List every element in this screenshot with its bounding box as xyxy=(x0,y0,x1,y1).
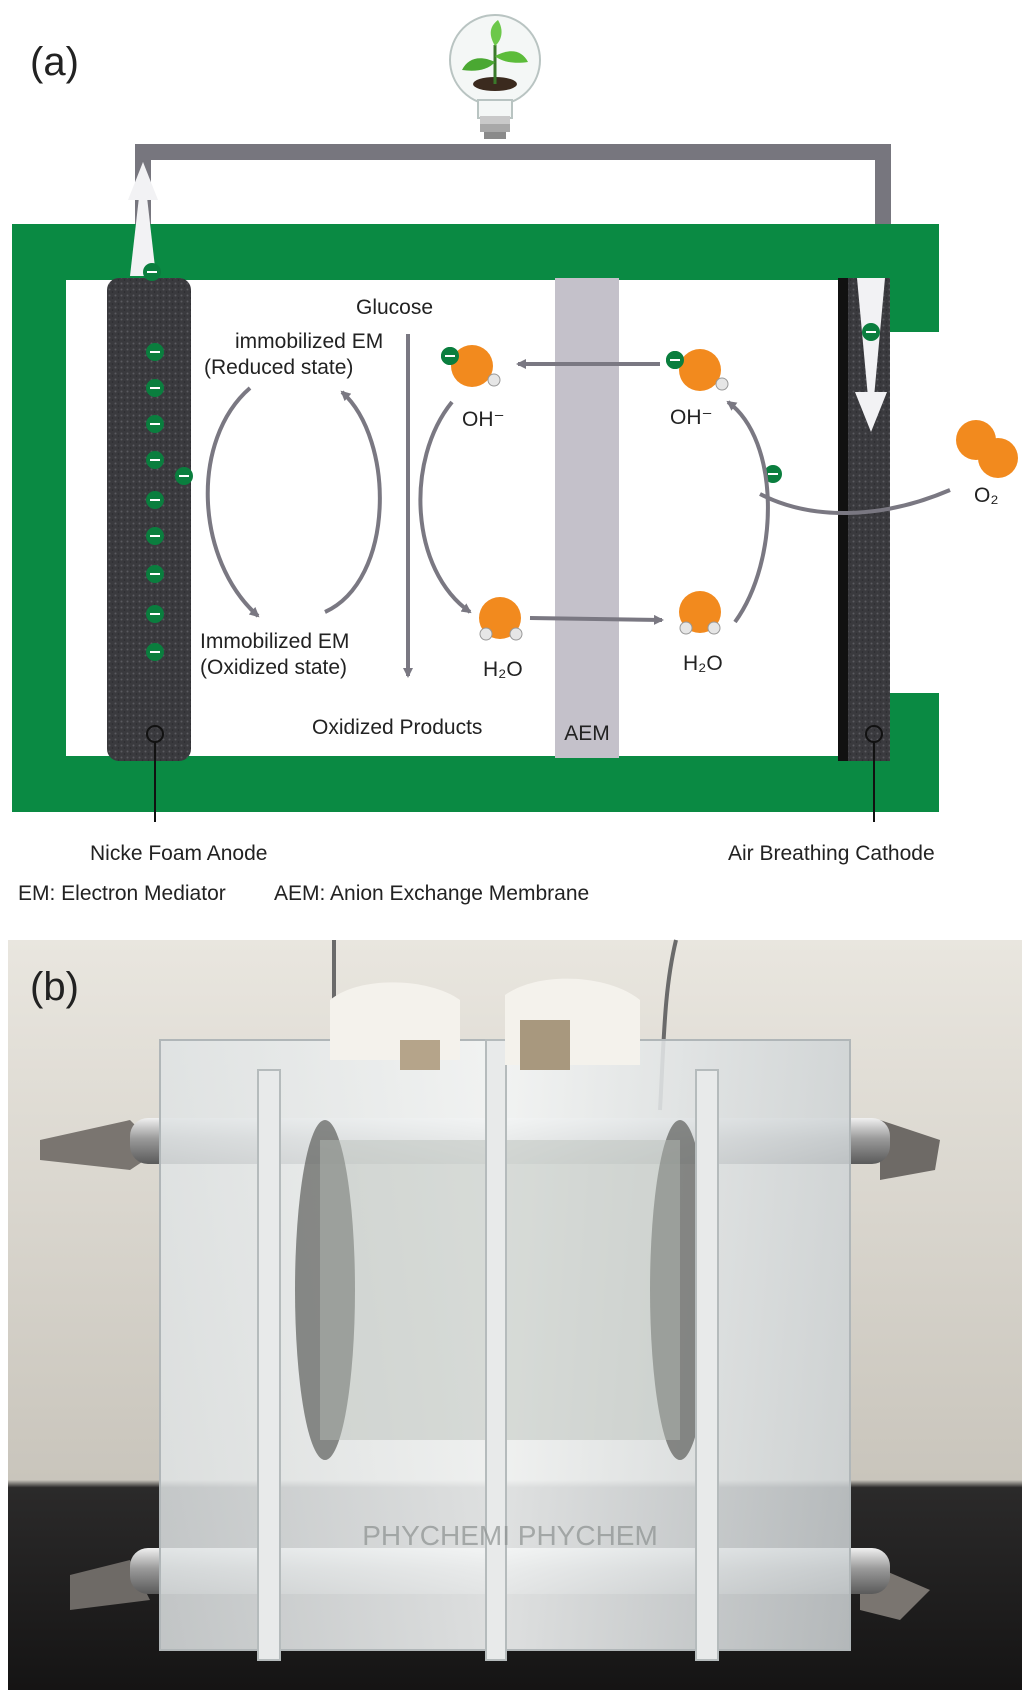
cathode-label: Air Breathing Cathode xyxy=(728,842,935,865)
panel-b-letter: (b) xyxy=(30,965,79,1009)
em-reduced-line1: immobilized EM xyxy=(235,330,383,353)
cell-frame xyxy=(12,224,939,812)
legend-aem: AEM: Anion Exchange Membrane xyxy=(274,882,589,905)
oxidized-products-label: Oxidized Products xyxy=(312,716,482,739)
panel-b-photo: (b) PHYCHEMI PHYCHEM xyxy=(8,939,1022,1690)
legend-em: EM: Electron Mediator xyxy=(18,882,226,905)
sealant-cap-left xyxy=(330,982,460,1060)
em-oxidized-line1: Immobilized EM xyxy=(200,630,349,653)
light-bulb-with-plant-icon xyxy=(449,14,541,139)
oxygen-molecule-icon xyxy=(956,420,1018,478)
nickel-foam-anode xyxy=(107,278,191,761)
hydroxide-molecule-icon xyxy=(451,345,729,391)
panel-a-letter: (a) xyxy=(30,40,79,84)
h2o-right-label: H₂O xyxy=(683,652,723,675)
h2o-left-label: H₂O xyxy=(483,658,523,681)
em-oxidized-line2: (Oxidized state) xyxy=(200,656,347,679)
ion-transport-arrows xyxy=(418,359,951,625)
electron-flow-arrow-up xyxy=(130,162,156,276)
electron-flow-arrow-down xyxy=(857,278,885,430)
oh-right-label: OH⁻ xyxy=(670,406,713,429)
oh-left-label: OH⁻ xyxy=(462,408,505,431)
em-reduced-line2: (Reduced state) xyxy=(204,356,353,379)
engraving-text: PHYCHEMI PHYCHEM xyxy=(362,1520,658,1551)
water-molecule-icon xyxy=(479,591,721,641)
o2-label: O₂ xyxy=(974,484,999,507)
anion-exchange-membrane xyxy=(555,278,619,758)
glucose-label: Glucose xyxy=(356,296,433,319)
em-redox-cycle-arrows xyxy=(205,386,382,618)
panel-a: (a) AEM xyxy=(12,14,1018,905)
aem-label: AEM xyxy=(564,722,610,745)
anode-label: Nicke Foam Anode xyxy=(90,842,267,865)
